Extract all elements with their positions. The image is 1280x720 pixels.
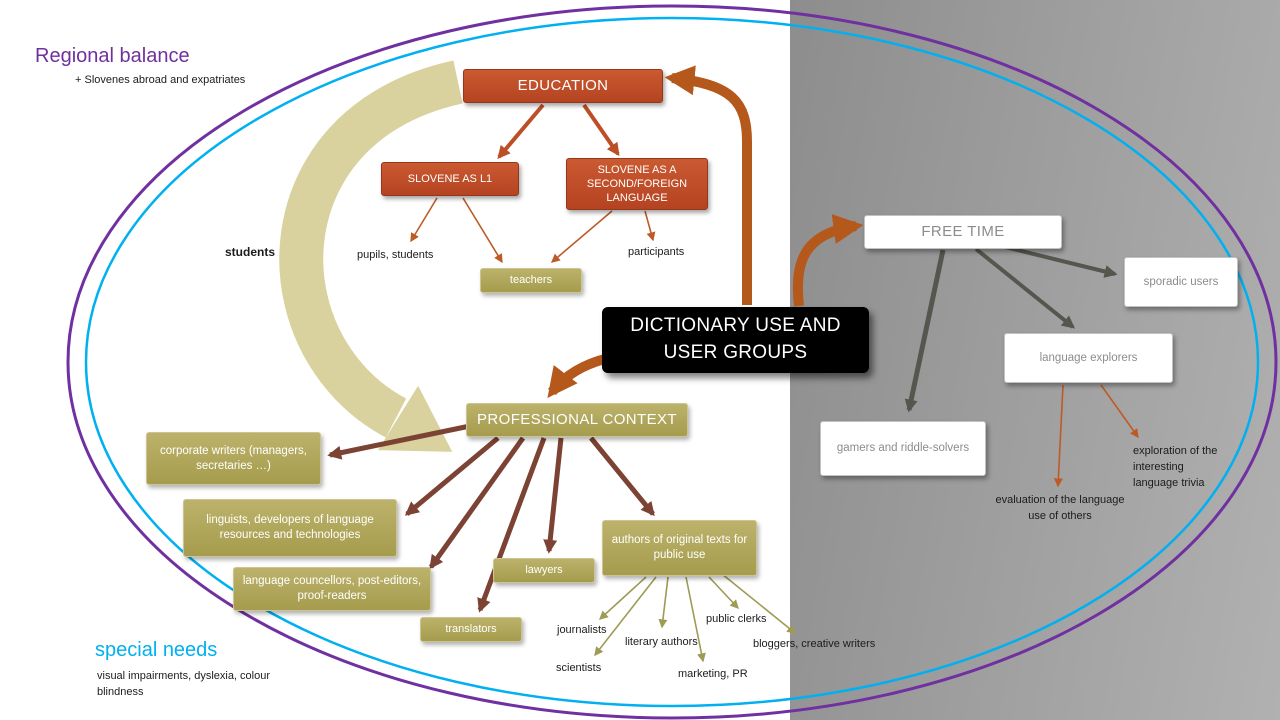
arrow-prof-to-linguists — [404, 436, 500, 516]
students-label: students — [225, 245, 276, 259]
dictionary-title-line2: USER GROUPS — [663, 342, 808, 363]
node-teachers: teachers — [480, 268, 582, 293]
scientists-label: scientists — [556, 662, 602, 674]
node-sporadic-users: sporadic users — [1124, 257, 1238, 307]
arrow-prof-to-authors — [589, 436, 655, 517]
arrow-authors-to-literary — [658, 576, 669, 629]
node-slovene-foreign: SLOVENE AS A SECOND/FOREIGN LANGUAGE — [566, 158, 708, 210]
students-curved-arrowhead — [377, 385, 453, 452]
node-corporate-writers: corporate writers (managers, secretaries… — [146, 432, 321, 485]
arrow-prof-to-lawyers — [543, 437, 564, 554]
node-free-time: FREE TIME — [864, 215, 1062, 249]
marketing-pr-label: marketing, PR — [678, 668, 748, 680]
node-slovene-l1: SLOVENE AS L1 — [381, 162, 519, 196]
evaluation-label: evaluation of the language use of others — [995, 494, 1125, 522]
arrow-prof-to-corporate — [327, 423, 471, 460]
arrow-l1-to-pupils — [410, 197, 438, 243]
node-lawyers: lawyers — [493, 558, 595, 583]
dictionary-title-line1: DICTIONARY USE AND — [630, 315, 841, 337]
node-education: EDUCATION — [463, 69, 663, 103]
arrow-education-to-l1 — [497, 103, 545, 159]
node-language-explorers: language explorers — [1004, 333, 1173, 383]
node-professional-context: PROFESSIONAL CONTEXT — [466, 403, 688, 437]
journalists-label: journalists — [557, 624, 607, 636]
node-language-councellors: language councellors, post-editors, proo… — [233, 567, 431, 611]
exploration-label: exploration of the interesting language … — [1133, 445, 1218, 489]
arrow-prof-to-translators — [477, 437, 547, 613]
arrow-l1-to-teachers — [462, 197, 503, 264]
participants-label: participants — [628, 246, 685, 258]
literary-authors-label: literary authors — [625, 636, 698, 648]
arrow-foreign-to-teachers — [550, 210, 613, 263]
node-dictionary-use: DICTIONARY USE AND USER GROUPS — [602, 307, 869, 373]
arrow-prof-to-councellors — [428, 436, 526, 570]
regional-balance-note: + Slovenes abroad and expatriates — [75, 74, 246, 86]
node-linguists: linguists, developers of language resour… — [183, 499, 397, 557]
node-authors: authors of original texts for public use — [602, 520, 757, 576]
special-needs-title: special needs — [95, 639, 218, 661]
pupils-students-label: pupils, students — [357, 249, 434, 261]
arrow-education-to-foreign — [582, 103, 620, 157]
arrow-authors-to-clerks — [708, 576, 739, 609]
node-translators: translators — [420, 617, 522, 642]
special-needs-note: visual impairments, dyslexia, colour bli… — [97, 670, 271, 698]
regional-balance-title: Regional balance — [35, 45, 190, 67]
node-gamers: gamers and riddle-solvers — [820, 421, 986, 476]
bloggers-label: bloggers, creative writers — [753, 638, 876, 650]
arrow-foreign-to-participants — [644, 210, 656, 242]
arrow-authors-to-journalists — [599, 576, 647, 620]
public-clerks-label: public clerks — [706, 613, 767, 625]
